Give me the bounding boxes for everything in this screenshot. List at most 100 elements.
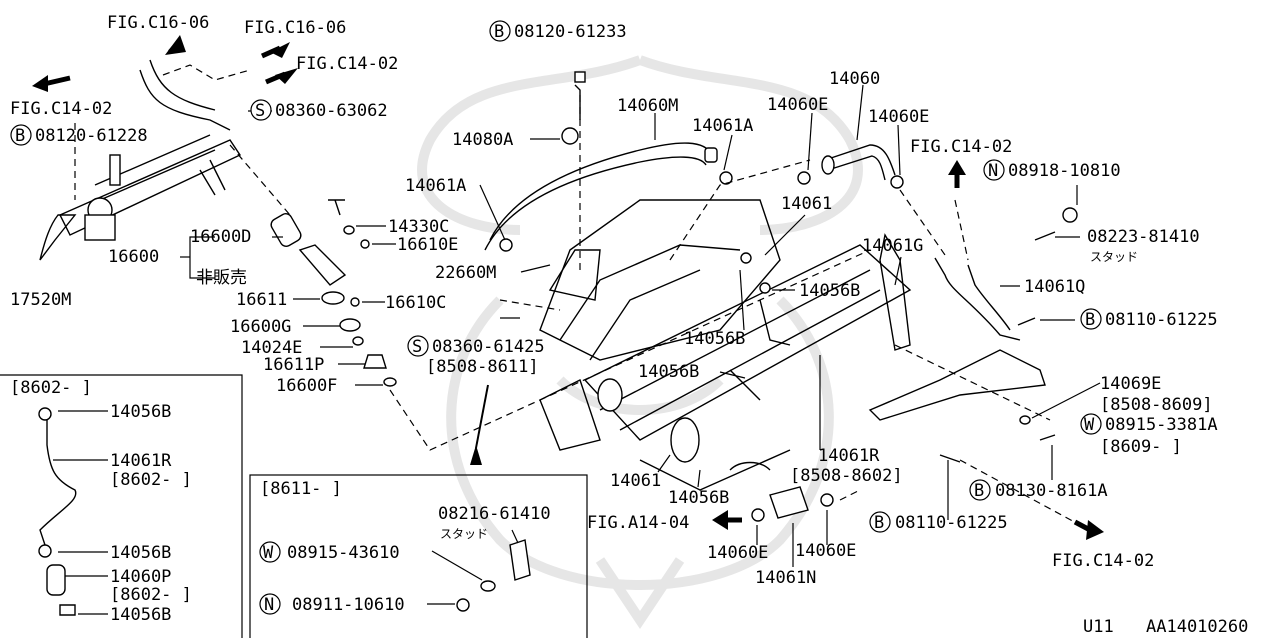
label-fig-c14-02-left: FIG.C14-02: [10, 99, 112, 119]
label-22660m: 22660M: [435, 263, 496, 283]
label-range-8609: [8609- ]: [1100, 437, 1182, 457]
arrow-fig-c14-02-br: [1086, 520, 1104, 540]
label-14080a: 14080A: [452, 130, 513, 150]
svg-text:N: N: [264, 595, 274, 615]
label-08130-8161a: 08130-8161A: [995, 481, 1108, 501]
label-14061g: 14061G: [862, 236, 923, 256]
watermark-emblem: [417, 55, 863, 630]
fig-arrows: [32, 35, 1104, 540]
label-08360-61425: 08360-61425: [432, 337, 545, 357]
label-fig-c16-06-b: FIG.C16-06: [244, 18, 346, 38]
label-14060e-top1: 14060E: [767, 95, 828, 115]
label-range-8508-8602: [8508-8602]: [790, 466, 903, 486]
part-labels: FIG.C16-06 FIG.C16-06 FIG.C14-02 FIG.C14…: [10, 13, 1248, 637]
label-16600g: 16600G: [230, 317, 291, 337]
svg-text:B: B: [1085, 310, 1095, 330]
footer-code: AA14010260: [1146, 617, 1248, 637]
label-16611p: 16611P: [263, 355, 324, 375]
label-14061-bottom: 14061: [610, 471, 661, 491]
label-08360-63062: 08360-63062: [275, 101, 388, 121]
dashed-leader-lines: [74, 64, 1081, 526]
label-16610e: 16610E: [397, 235, 458, 255]
label-14056b-mid: 14056B: [799, 281, 860, 301]
svg-text:W: W: [1084, 415, 1095, 435]
label-14060e-b2: 14060E: [795, 541, 856, 561]
arrow-fig-c14-02-top: [275, 68, 298, 84]
label-stud-2: スタッド: [440, 527, 488, 541]
label-range-8602-b: [8602- ]: [110, 585, 192, 605]
label-08915-43610: 08915-43610: [287, 543, 400, 563]
label-14061a-left: 14061A: [405, 176, 466, 196]
label-08911-10610: 08911-10610: [292, 595, 405, 615]
label-14060m: 14060M: [617, 96, 678, 116]
label-14069e: 14069E: [1100, 374, 1161, 394]
label-14061r: 14061R: [818, 446, 880, 466]
label-fig-c14-02-right: FIG.C14-02: [910, 137, 1012, 157]
label-14056b-box1b: 14056B: [110, 543, 171, 563]
label-range-8508-8611: [8508-8611]: [426, 357, 539, 377]
label-08223-81410: 08223-81410: [1087, 227, 1200, 247]
label-14061n: 14061N: [755, 568, 816, 588]
label-fig-c14-02-top: FIG.C14-02: [296, 54, 398, 74]
inset-box-8611: [249, 474, 588, 638]
label-box2-header: [8611- ]: [260, 479, 342, 499]
label-08915-3381a: 08915-3381A: [1105, 415, 1218, 435]
label-range-8602-box: [8602- ]: [110, 470, 192, 490]
svg-text:B: B: [15, 126, 25, 146]
label-08110-61225-b: 08110-61225: [895, 513, 1008, 533]
label-14056b-2: 14056B: [684, 329, 745, 349]
inset-box-8602: [0, 374, 243, 638]
label-fig-c16-06-a: FIG.C16-06: [107, 13, 209, 33]
svg-text:B: B: [974, 481, 984, 501]
arrow-fig-a14-04: [712, 510, 728, 530]
label-14060e-top2: 14060E: [868, 107, 929, 127]
label-08120-61228: 08120-61228: [35, 126, 148, 146]
label-14061r-box: 14061R: [110, 451, 172, 471]
label-fig-a14-04: FIG.A14-04: [587, 513, 689, 533]
label-14061a-top: 14061A: [692, 116, 753, 136]
label-stud-1: スタッド: [1090, 250, 1138, 264]
svg-text:W: W: [263, 543, 274, 563]
svg-text:N: N: [988, 161, 998, 181]
prefix-markers: B S B N B S W B B W N: [10, 20, 1102, 615]
label-14330c: 14330C: [388, 217, 449, 237]
svg-text:S: S: [255, 101, 265, 121]
label-14056b-3: 14056B: [638, 362, 699, 382]
label-16600f: 16600F: [276, 376, 337, 396]
label-14056b-box1a: 14056B: [110, 402, 171, 422]
label-14061-top: 14061: [781, 194, 832, 214]
label-14024e: 14024E: [241, 338, 302, 358]
label-box1-header: [8602- ]: [10, 378, 92, 398]
label-nonsale: 非販売: [196, 268, 247, 288]
label-16600d: 16600D: [190, 227, 251, 247]
label-fig-c14-02-br: FIG.C14-02: [1052, 551, 1154, 571]
label-08216-61410: 08216-61410: [438, 504, 551, 524]
label-17520m: 17520M: [10, 290, 71, 310]
arrow-fig-c14-02-left: [32, 75, 48, 92]
label-14061q: 14061Q: [1024, 277, 1085, 297]
bottom-hose-parts: [729, 252, 834, 522]
injector-parts: [270, 199, 397, 387]
label-08918-10810: 08918-10810: [1008, 161, 1121, 181]
svg-text:B: B: [494, 22, 504, 42]
label-08110-61225-r: 08110-61225: [1105, 310, 1218, 330]
right-pipe-assembly: [868, 207, 1078, 463]
label-range-8508-8609: [8508-8609]: [1100, 395, 1213, 415]
label-14060e-b1: 14060E: [707, 543, 768, 563]
label-14060: 14060: [829, 69, 880, 89]
label-14056b-box1c: 14056B: [110, 605, 171, 625]
label-14056b-bottom: 14056B: [668, 488, 729, 508]
label-16600: 16600: [108, 247, 159, 267]
label-16610c: 16610C: [385, 293, 446, 313]
svg-text:B: B: [874, 513, 884, 533]
label-08120-61233: 08120-61233: [514, 22, 627, 42]
label-14060p: 14060P: [110, 567, 171, 587]
arrow-box2: [470, 445, 482, 465]
footer-model: U11: [1083, 617, 1114, 637]
label-16611: 16611: [236, 290, 287, 310]
engine-intake-body: [539, 199, 912, 491]
coolant-hoses: [484, 71, 904, 252]
fuel-rail-assembly: [39, 59, 242, 261]
svg-text:S: S: [412, 337, 422, 357]
